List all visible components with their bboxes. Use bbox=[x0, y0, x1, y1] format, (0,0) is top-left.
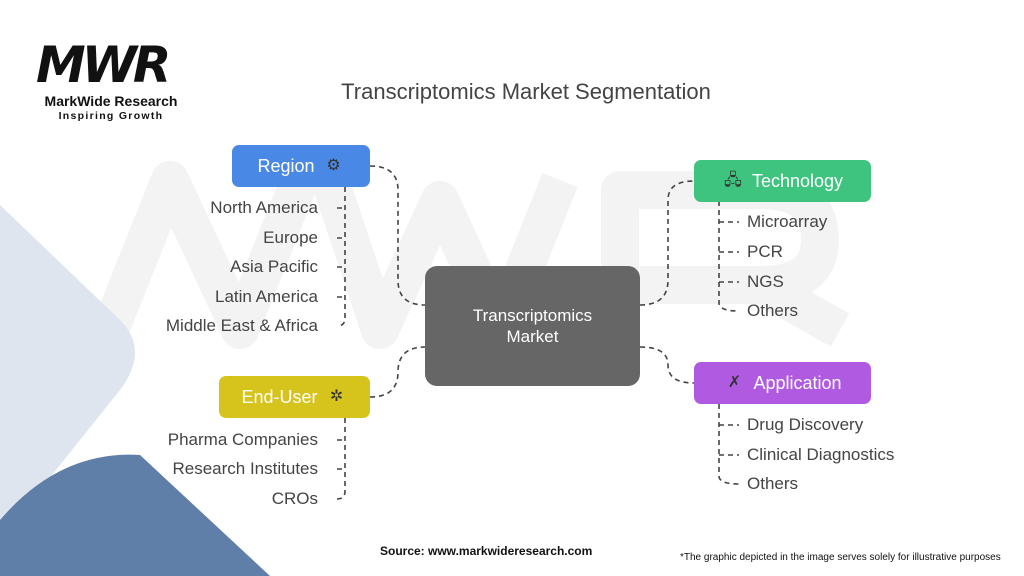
list-item: Microarray bbox=[747, 212, 828, 231]
list-item: Asia Pacific bbox=[230, 257, 318, 276]
logo: MWR bbox=[36, 36, 171, 94]
location-gear-icon: ⚙ bbox=[326, 157, 341, 174]
disclaimer-text: *The graphic depicted in the image serve… bbox=[680, 552, 1001, 563]
bg-shape-light bbox=[0, 205, 135, 540]
source-text: Source: www.markwideresearch.com bbox=[380, 544, 593, 558]
list-item: Pharma Companies bbox=[167, 430, 318, 449]
brand-name: MarkWide Research bbox=[44, 93, 178, 109]
category-end-user: End-User ✲ bbox=[219, 376, 370, 418]
list-item: Europe bbox=[263, 228, 318, 247]
list-item: PCR bbox=[747, 242, 783, 261]
category-label: Application bbox=[753, 373, 842, 393]
devices-icon: 🖧 bbox=[724, 172, 742, 189]
list-item: Research Institutes bbox=[172, 459, 318, 478]
bg-shape-dark bbox=[0, 454, 270, 576]
list-item: Others bbox=[747, 474, 799, 493]
list-item: Clinical Diagnostics bbox=[747, 445, 895, 464]
category-label: Region bbox=[257, 156, 315, 176]
center-node: Transcriptomics Market bbox=[425, 266, 640, 386]
category-label: Technology bbox=[751, 171, 844, 191]
list-item: Middle East & Africa bbox=[165, 316, 318, 335]
list-item: CROs bbox=[271, 489, 318, 508]
category-application: ✗ Application bbox=[694, 362, 871, 404]
list-item: Latin America bbox=[215, 287, 318, 306]
chromosome-icon: ✗ bbox=[727, 374, 742, 391]
connectors bbox=[336, 165, 740, 500]
list-item: Others bbox=[747, 301, 799, 320]
category-region: Region ⚙ bbox=[232, 145, 370, 187]
category-label: End-User bbox=[241, 387, 318, 407]
list-item: Drug Discovery bbox=[747, 415, 864, 434]
list-item: North America bbox=[210, 198, 318, 217]
list-item: NGS bbox=[747, 272, 784, 291]
network-icon: ✲ bbox=[329, 388, 344, 405]
category-technology: 🖧 Technology bbox=[694, 160, 871, 202]
page-title: Transcriptomics Market Segmentation bbox=[341, 79, 711, 104]
brand-tagline: Inspiring Growth bbox=[58, 110, 164, 122]
